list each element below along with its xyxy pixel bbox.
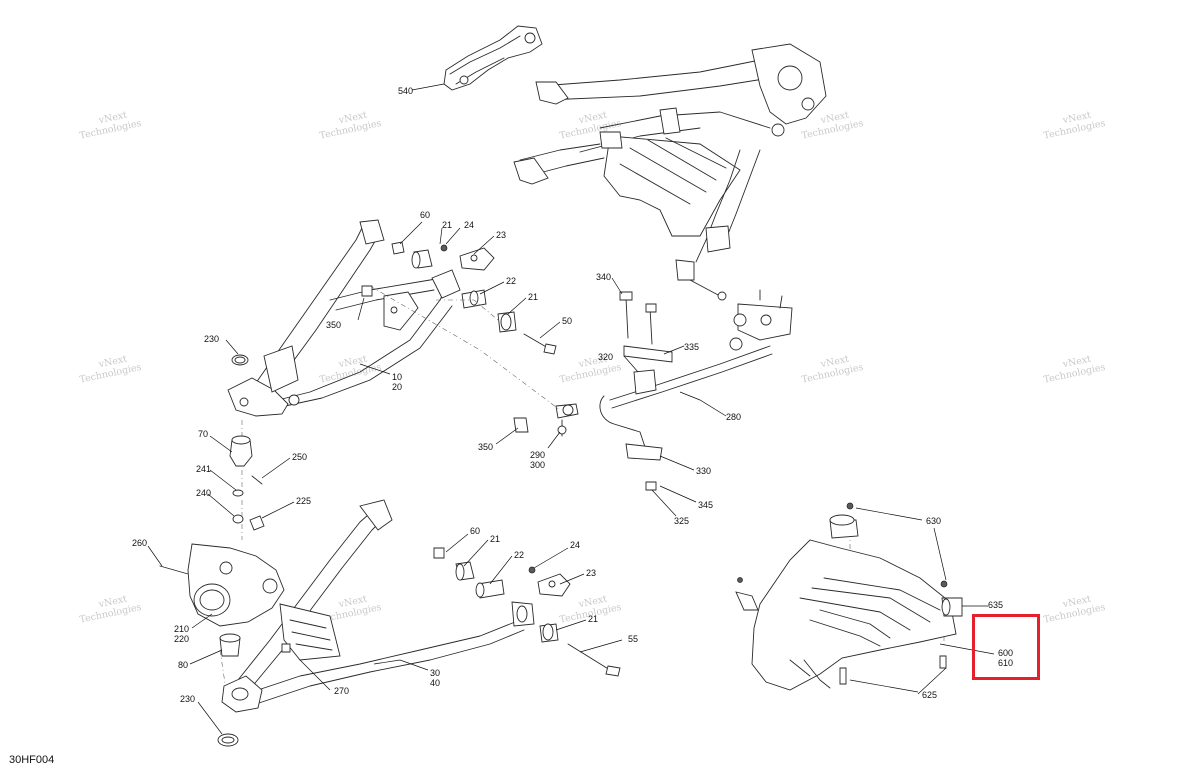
rear-frame-assembly xyxy=(513,43,827,301)
callout-60: 60 xyxy=(420,210,430,220)
callout-270: 270 xyxy=(334,686,349,696)
front-bracket-540 xyxy=(443,25,543,91)
upper-a-arm xyxy=(227,219,461,417)
callout-290: 290 xyxy=(530,450,545,460)
callout-50: 50 xyxy=(562,316,572,326)
callout-55: 55 xyxy=(628,634,638,644)
callout-80: 80 xyxy=(178,660,188,670)
callout-22: 22 xyxy=(506,276,516,286)
callout-250: 250 xyxy=(292,452,307,462)
callout-10: 10 xyxy=(392,372,402,382)
callout-20: 20 xyxy=(392,382,402,392)
callout-labels: 540 60 21 24 23 22 21 50 230 350 10 20 3… xyxy=(132,86,1013,704)
callout-635: 635 xyxy=(988,600,1003,610)
callout-24: 24 xyxy=(464,220,474,230)
highlight-box-600-610 xyxy=(972,614,1040,680)
callout-225: 225 xyxy=(296,496,311,506)
callout-325: 325 xyxy=(674,516,689,526)
callout-24: 24 xyxy=(570,540,580,550)
upper-arm-hardware xyxy=(231,241,557,366)
callout-23: 23 xyxy=(496,230,506,240)
callout-230: 230 xyxy=(204,334,219,344)
callout-22: 22 xyxy=(514,550,524,560)
callout-630: 630 xyxy=(926,516,941,526)
lower-a-arm xyxy=(221,499,535,713)
callout-540: 540 xyxy=(398,86,413,96)
callout-21: 21 xyxy=(588,614,598,624)
stabilizer-bar xyxy=(513,289,793,491)
figure-code: 30HF004 xyxy=(9,754,55,766)
callout-240: 240 xyxy=(196,488,211,498)
callout-21: 21 xyxy=(528,292,538,302)
callout-335: 335 xyxy=(684,342,699,352)
callout-320: 320 xyxy=(598,352,613,362)
callout-610: 610 xyxy=(998,658,1013,668)
lower-arm-hardware xyxy=(281,547,621,677)
callout-600: 600 xyxy=(998,648,1013,658)
callout-350: 350 xyxy=(478,442,493,452)
callout-40: 40 xyxy=(430,678,440,688)
callout-60: 60 xyxy=(470,526,480,536)
callout-230: 230 xyxy=(180,694,195,704)
callout-280: 280 xyxy=(726,412,741,422)
callout-340: 340 xyxy=(596,272,611,282)
callout-300: 300 xyxy=(530,460,545,470)
callout-241: 241 xyxy=(196,464,211,474)
skid-plate xyxy=(735,502,963,691)
leader-lines xyxy=(147,83,995,735)
callout-625: 625 xyxy=(922,690,937,700)
callout-260: 260 xyxy=(132,538,147,548)
callout-21: 21 xyxy=(490,534,500,544)
callout-30: 30 xyxy=(430,668,440,678)
callout-23: 23 xyxy=(586,568,596,578)
callout-330: 330 xyxy=(696,466,711,476)
callout-21: 21 xyxy=(442,220,452,230)
callout-210: 210 xyxy=(174,624,189,634)
callout-345: 345 xyxy=(698,500,713,510)
callout-350: 350 xyxy=(326,320,341,330)
callout-70: 70 xyxy=(198,429,208,439)
callout-220: 220 xyxy=(174,634,189,644)
